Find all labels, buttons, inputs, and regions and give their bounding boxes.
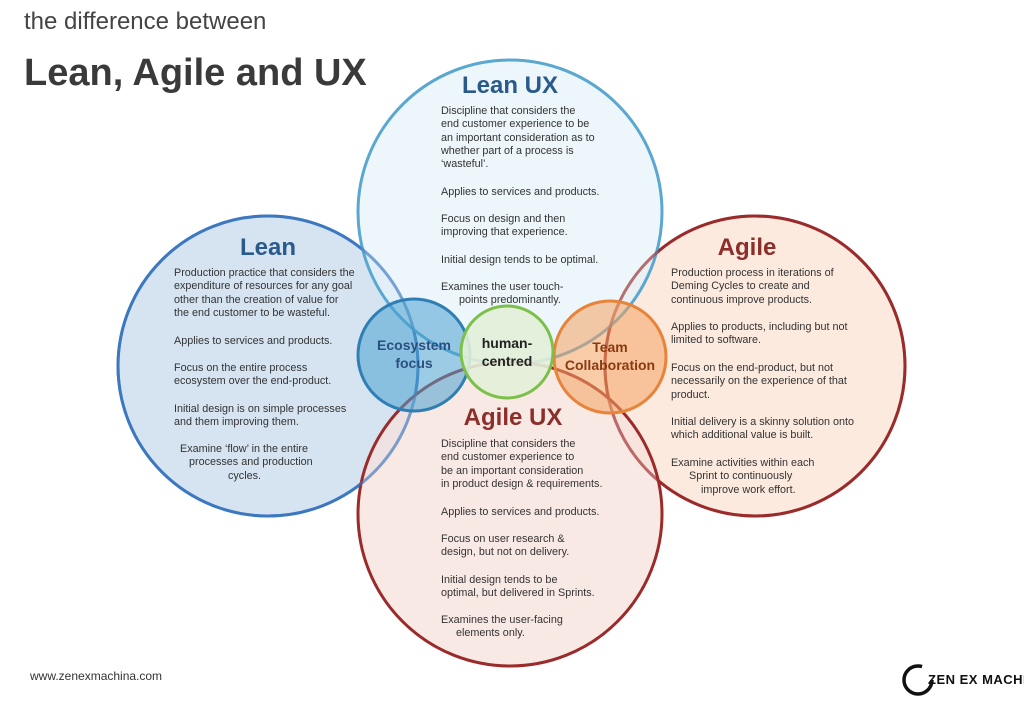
zen-ex-machina-logo (902, 664, 934, 696)
agile-text-3: Focus on the end-product, but not necess… (671, 362, 847, 401)
agile-text-1: Production process in iterations of Demi… (671, 267, 834, 306)
lean-ux-title: Lean UX (461, 72, 559, 99)
ecosystem-focus-label: Ecosystem focus (377, 337, 451, 371)
lean-text-2: Applies to services and products. (174, 335, 333, 347)
agile-ux-text-3: Focus on user research & design, but not… (441, 533, 570, 559)
lean-title: Lean (239, 234, 296, 261)
lean-ux-text-3: Focus on design and then improving that … (441, 213, 568, 239)
human-centred-circle (459, 304, 555, 400)
lean-ux-text-2: Applies to services and products. (441, 186, 600, 198)
lean-ux-text-5: Examines the user touch- points predomin… (441, 281, 564, 307)
agile-text-4: Initial delivery is a skinny solution on… (671, 416, 855, 442)
logo-text: ZEN EX MACHINA (928, 672, 1024, 687)
team-collaboration-label: Team Collaboration (564, 339, 656, 373)
lean-ux-text-1: Discipline that considers the end custom… (441, 105, 595, 171)
lean-ux-text-4: Initial design tends to be optimal. (441, 254, 599, 266)
agile-ux-title: Agile UX (463, 404, 563, 431)
lean-text-5: Examine ‘flow’ in the entire processes a… (179, 443, 313, 482)
agile-title: Agile (717, 234, 777, 261)
diagram-title: Lean, Agile and UX (24, 52, 367, 94)
agile-text-5: Examine activities within each Sprint to… (671, 457, 815, 496)
lean-text-1: Production practice that considers the e… (174, 267, 355, 319)
agile-ux-text-4: Initial design tends to be optimal, but … (441, 574, 595, 600)
agile-ux-text-5: Examines the user-facing elements only. (441, 614, 563, 640)
agile-text-2: Applies to products, including but not l… (671, 321, 848, 347)
lean-text-3: Focus on the entire process ecosystem ov… (174, 362, 332, 388)
human-centred-label: human- centred (481, 335, 533, 369)
agile-ux-text-1: Discipline that considers the end custom… (441, 438, 603, 490)
diagram-subtitle: the difference between (24, 8, 267, 35)
website-url: www.zenexmachina.com (30, 669, 163, 683)
agile-ux-text-2: Applies to services and products. (441, 506, 600, 518)
lean-text-4: Initial design is on simple processes an… (174, 403, 347, 429)
